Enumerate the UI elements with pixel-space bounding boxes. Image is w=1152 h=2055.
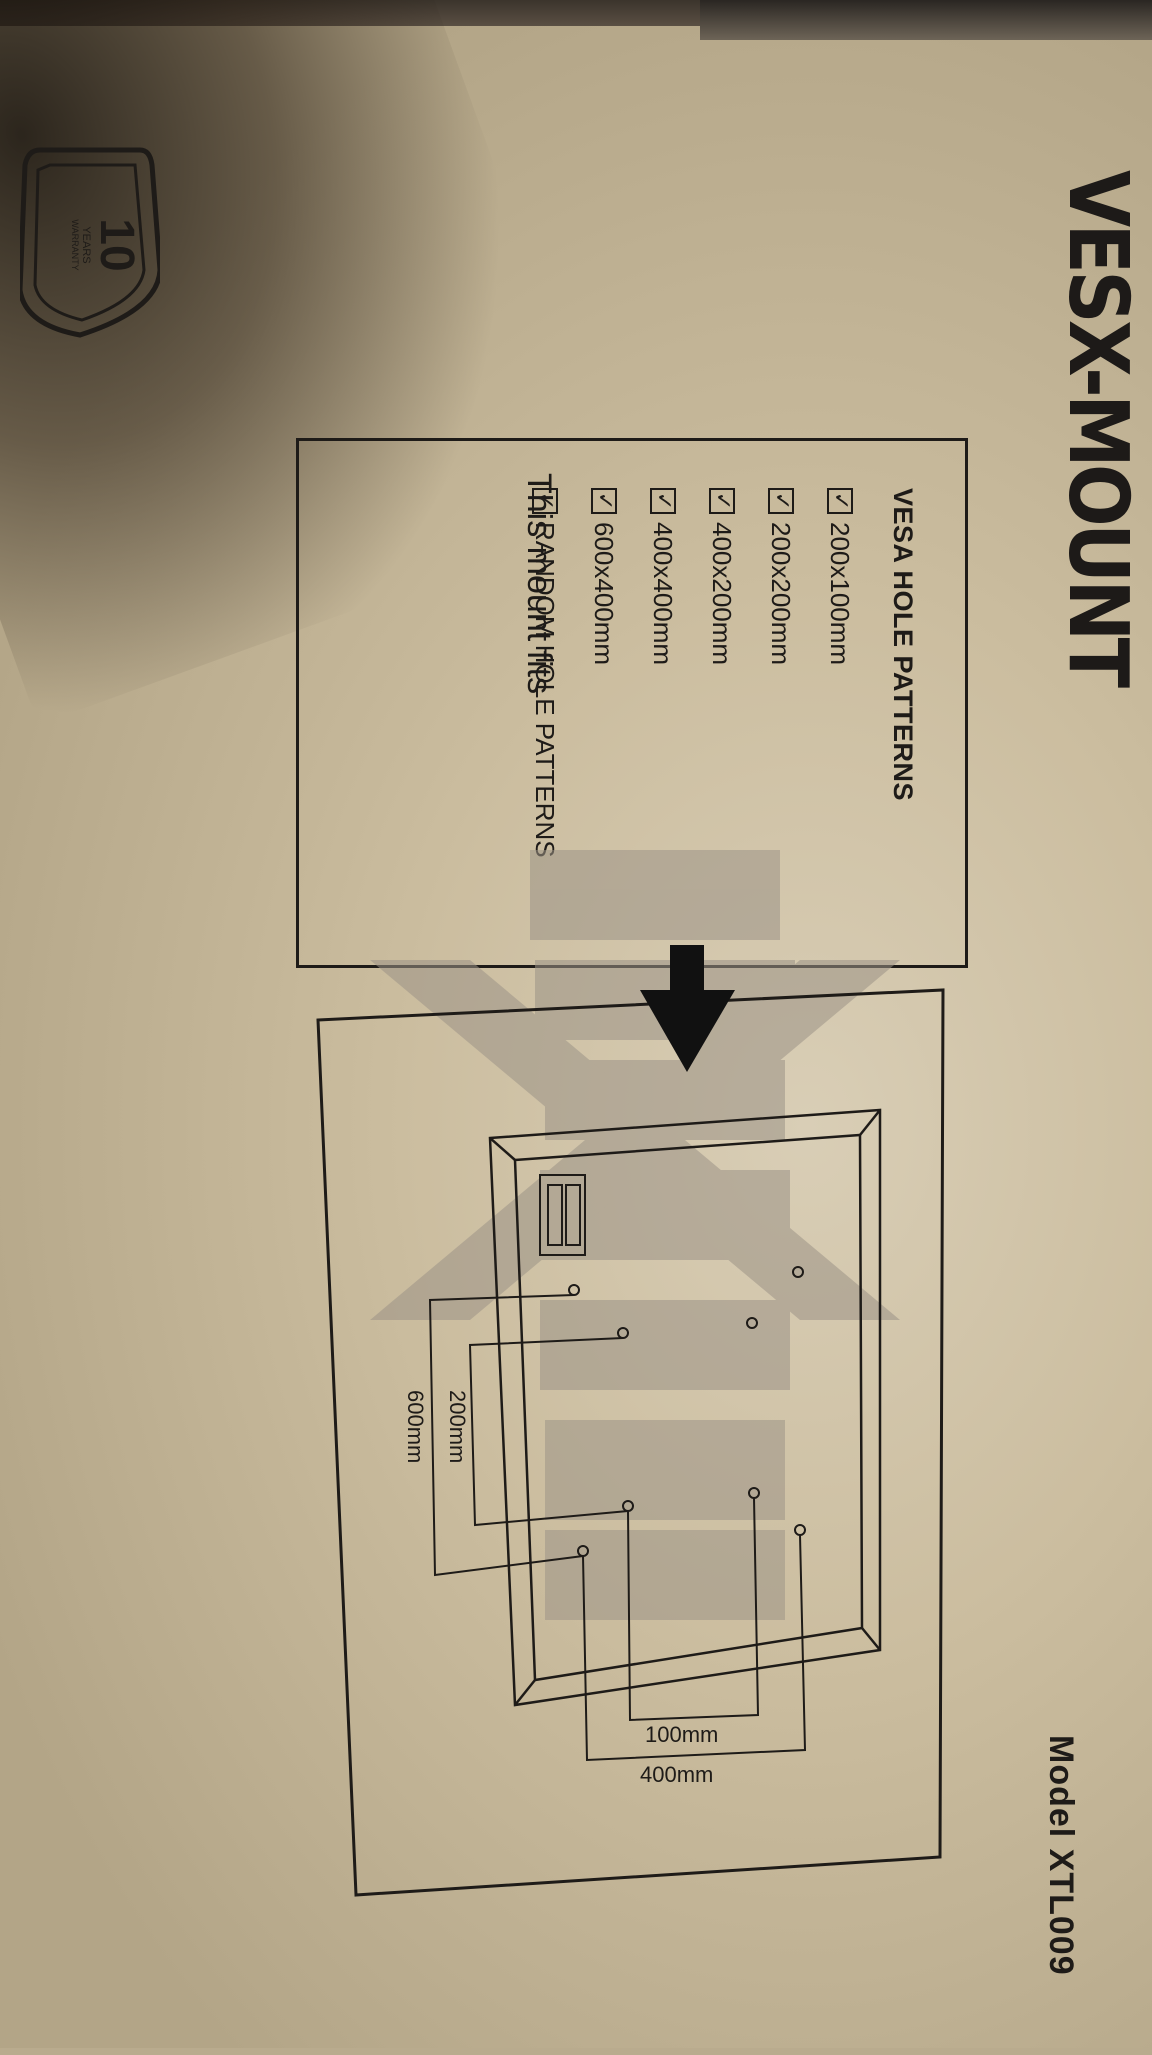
model-text: Model XTL009 — [1042, 1735, 1080, 1976]
down-arrow-icon — [640, 945, 735, 1072]
model-number: Model XTL009 — [1020, 1735, 1080, 2055]
dim-label-200: 200mm — [445, 1390, 470, 1464]
connector-panel — [539, 1174, 586, 1256]
dim-label-100: 100mm — [645, 1722, 719, 1747]
box-top-edge-right — [700, 0, 1152, 40]
dim-label-400: 400mm — [640, 1762, 714, 1787]
tv-outline — [488, 1108, 882, 1707]
dimension-lines — [428, 1294, 807, 1762]
shield-icon — [17, 147, 163, 338]
diagram-frame — [316, 988, 945, 1897]
warranty-badge: 10 YEARS WARRANTY — [17, 140, 163, 340]
watermark-logo — [370, 850, 900, 1620]
dim-label-600: 600mm — [403, 1390, 428, 1464]
